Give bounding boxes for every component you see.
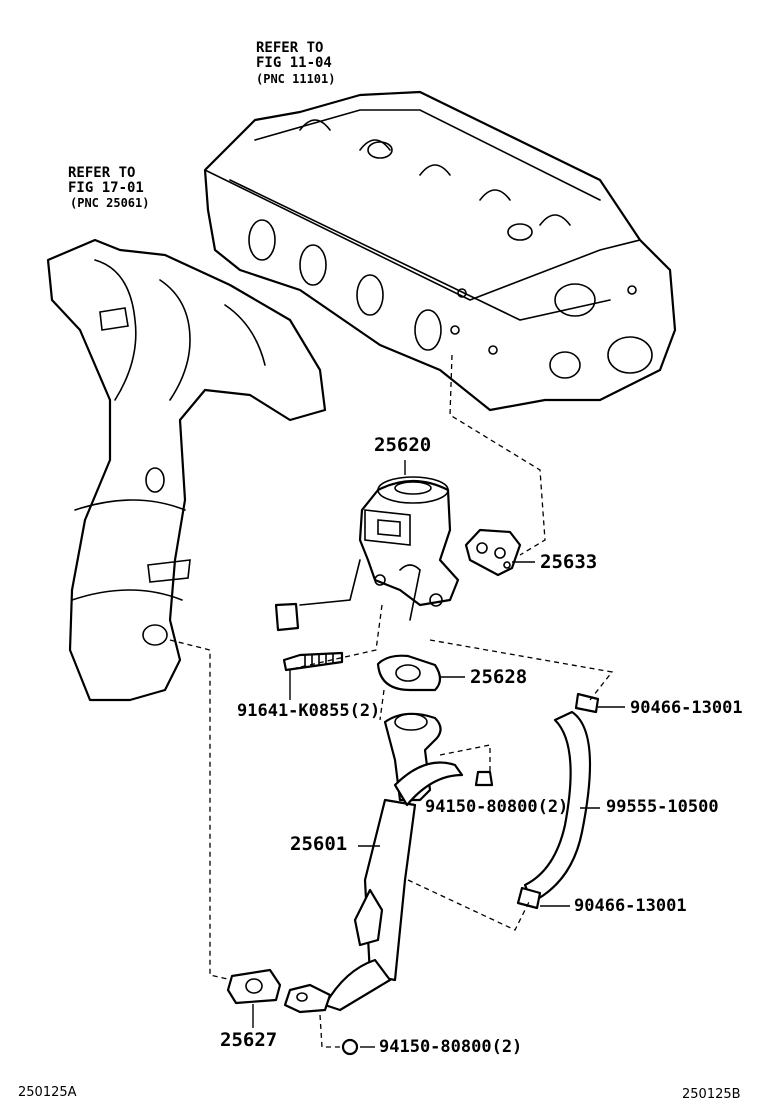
part-label-91641-k0855: 91641-K0855(2)	[237, 701, 381, 721]
nut-94150-lower	[341, 1038, 359, 1056]
reference-fig-17-01-line3: (PNC 25061)	[70, 196, 150, 210]
part-label-99555-10500: 99555-10500	[606, 797, 719, 817]
part-label-25620: 25620	[374, 434, 432, 456]
reference-fig-11-04-line2: FIG 11-04	[256, 55, 332, 71]
dashed-assembly-lines	[169, 354, 614, 1048]
reference-fig-11-04-line1: REFER TO	[256, 40, 324, 56]
water-hose	[516, 692, 600, 910]
part-label-25627: 25627	[220, 1029, 278, 1051]
egr-cooler	[283, 712, 464, 1014]
egr-valve	[274, 476, 460, 632]
part-label-94150-80800-upper: 94150-80800(2)	[425, 797, 569, 817]
cylinder-head	[203, 90, 677, 412]
gasket-25628	[376, 654, 442, 692]
reference-fig-17-01-line1: REFER TO	[68, 165, 136, 181]
figure-code-right: 250125B	[682, 1087, 741, 1102]
nut-94150-upper	[474, 770, 494, 787]
reference-fig-11-04-line3: (PNC 11101)	[256, 72, 336, 86]
part-label-90466-13001-upper: 90466-13001	[630, 698, 743, 718]
leader-lines	[252, 460, 625, 1048]
part-label-90466-13001-lower: 90466-13001	[574, 896, 687, 916]
bolt-91641	[282, 651, 344, 672]
reference-fig-17-01-line2: FIG 17-01	[68, 180, 144, 196]
gasket-25633	[464, 528, 522, 577]
part-label-25633: 25633	[540, 551, 598, 573]
part-label-25601: 25601	[290, 833, 348, 855]
part-label-25628: 25628	[470, 666, 528, 688]
exhaust-manifold	[46, 238, 327, 702]
gasket-25627	[226, 968, 282, 1005]
part-label-94150-80800-lower: 94150-80800(2)	[379, 1037, 523, 1057]
figure-code-left: 250125A	[18, 1085, 77, 1100]
